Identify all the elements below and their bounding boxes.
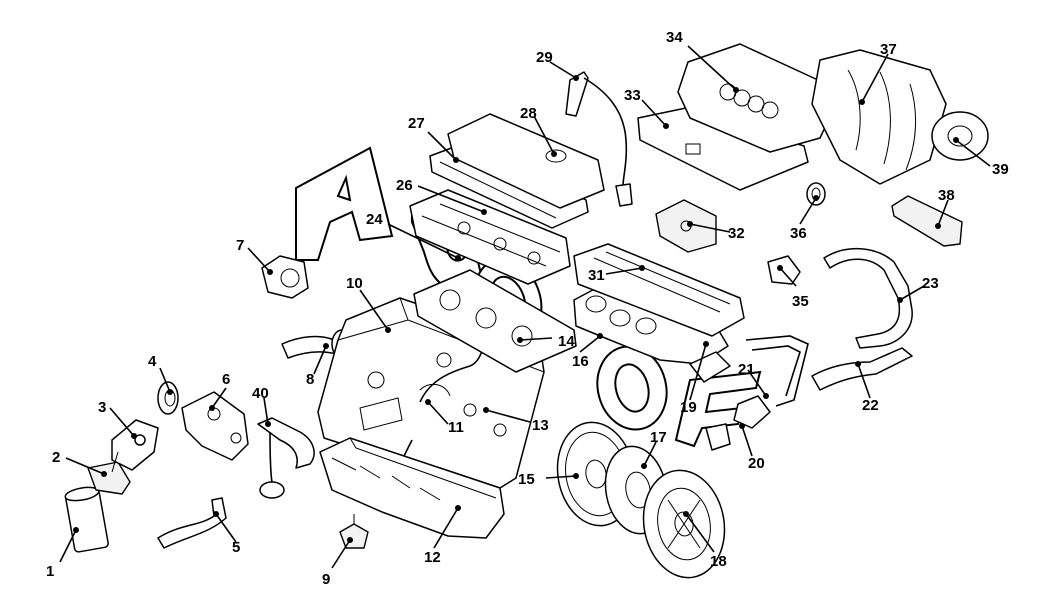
o-ring	[806, 182, 826, 206]
oil-pickup	[257, 417, 315, 499]
callout-20: 20	[748, 455, 765, 472]
callout-15: 15	[518, 471, 535, 488]
filter-housing	[111, 419, 159, 473]
engine-mount	[655, 199, 717, 253]
callout-19: 19	[680, 399, 697, 416]
callout-labels: 1 2 3 4 5 6 7 8 9 10 11 12 13 14 15 16 1…	[46, 29, 1009, 588]
mount-bracket	[339, 514, 369, 549]
oil-pump	[181, 391, 249, 461]
callout-27: 27	[408, 115, 425, 132]
callout-21: 21	[738, 361, 755, 378]
callout-32: 32	[728, 225, 745, 242]
callout-29: 29	[536, 49, 553, 66]
engine-cover	[677, 43, 835, 153]
callout-2: 2	[52, 449, 60, 466]
callout-37: 37	[880, 41, 897, 58]
callout-16: 16	[572, 353, 589, 370]
callout-6: 6	[222, 371, 230, 388]
plenum-bracket	[891, 195, 963, 247]
callout-22: 22	[862, 397, 879, 414]
callout-26: 26	[396, 177, 413, 194]
callout-40: 40	[252, 385, 269, 402]
pressure-plate	[642, 469, 726, 579]
callout-36: 36	[790, 225, 807, 242]
callout-33: 33	[624, 87, 641, 104]
callout-38: 38	[938, 187, 955, 204]
oil-hose	[157, 497, 227, 549]
anchor-dots	[73, 75, 959, 543]
callout-24: 24	[366, 211, 383, 228]
filter-bracket	[87, 461, 131, 495]
callout-5: 5	[232, 539, 240, 556]
callout-34: 34	[666, 29, 683, 46]
callout-1: 1	[46, 563, 54, 580]
head-gasket	[413, 269, 577, 373]
callout-8: 8	[306, 371, 314, 388]
callout-23: 23	[922, 275, 939, 292]
callout-10: 10	[346, 275, 363, 292]
callout-18: 18	[710, 553, 727, 570]
cylinder-head	[409, 189, 571, 285]
callout-12: 12	[424, 549, 441, 566]
callout-17: 17	[650, 429, 667, 446]
idle-valve	[767, 255, 801, 285]
callout-39: 39	[992, 161, 1009, 178]
callout-31: 31	[588, 267, 605, 284]
throttle-body	[931, 111, 989, 161]
thermostat-housing	[261, 255, 309, 299]
intake-plenum	[811, 49, 947, 185]
parts	[64, 43, 989, 579]
callout-13: 13	[532, 417, 549, 434]
oil-pan	[319, 437, 505, 539]
callout-4: 4	[148, 353, 157, 370]
callout-11: 11	[448, 419, 464, 436]
coolant-pipe	[705, 335, 809, 451]
front-seal	[157, 381, 179, 415]
callout-28: 28	[520, 105, 537, 122]
oil-filter	[64, 486, 109, 553]
coolant-hoses	[811, 247, 913, 391]
callout-35: 35	[792, 293, 809, 310]
leader-lines	[59, 45, 991, 569]
callout-14: 14	[558, 333, 575, 350]
sensor-lead	[565, 71, 633, 207]
callout-9: 9	[322, 571, 330, 588]
callout-3: 3	[98, 399, 106, 416]
intake-manifold	[573, 243, 745, 337]
callout-7: 7	[236, 237, 244, 254]
